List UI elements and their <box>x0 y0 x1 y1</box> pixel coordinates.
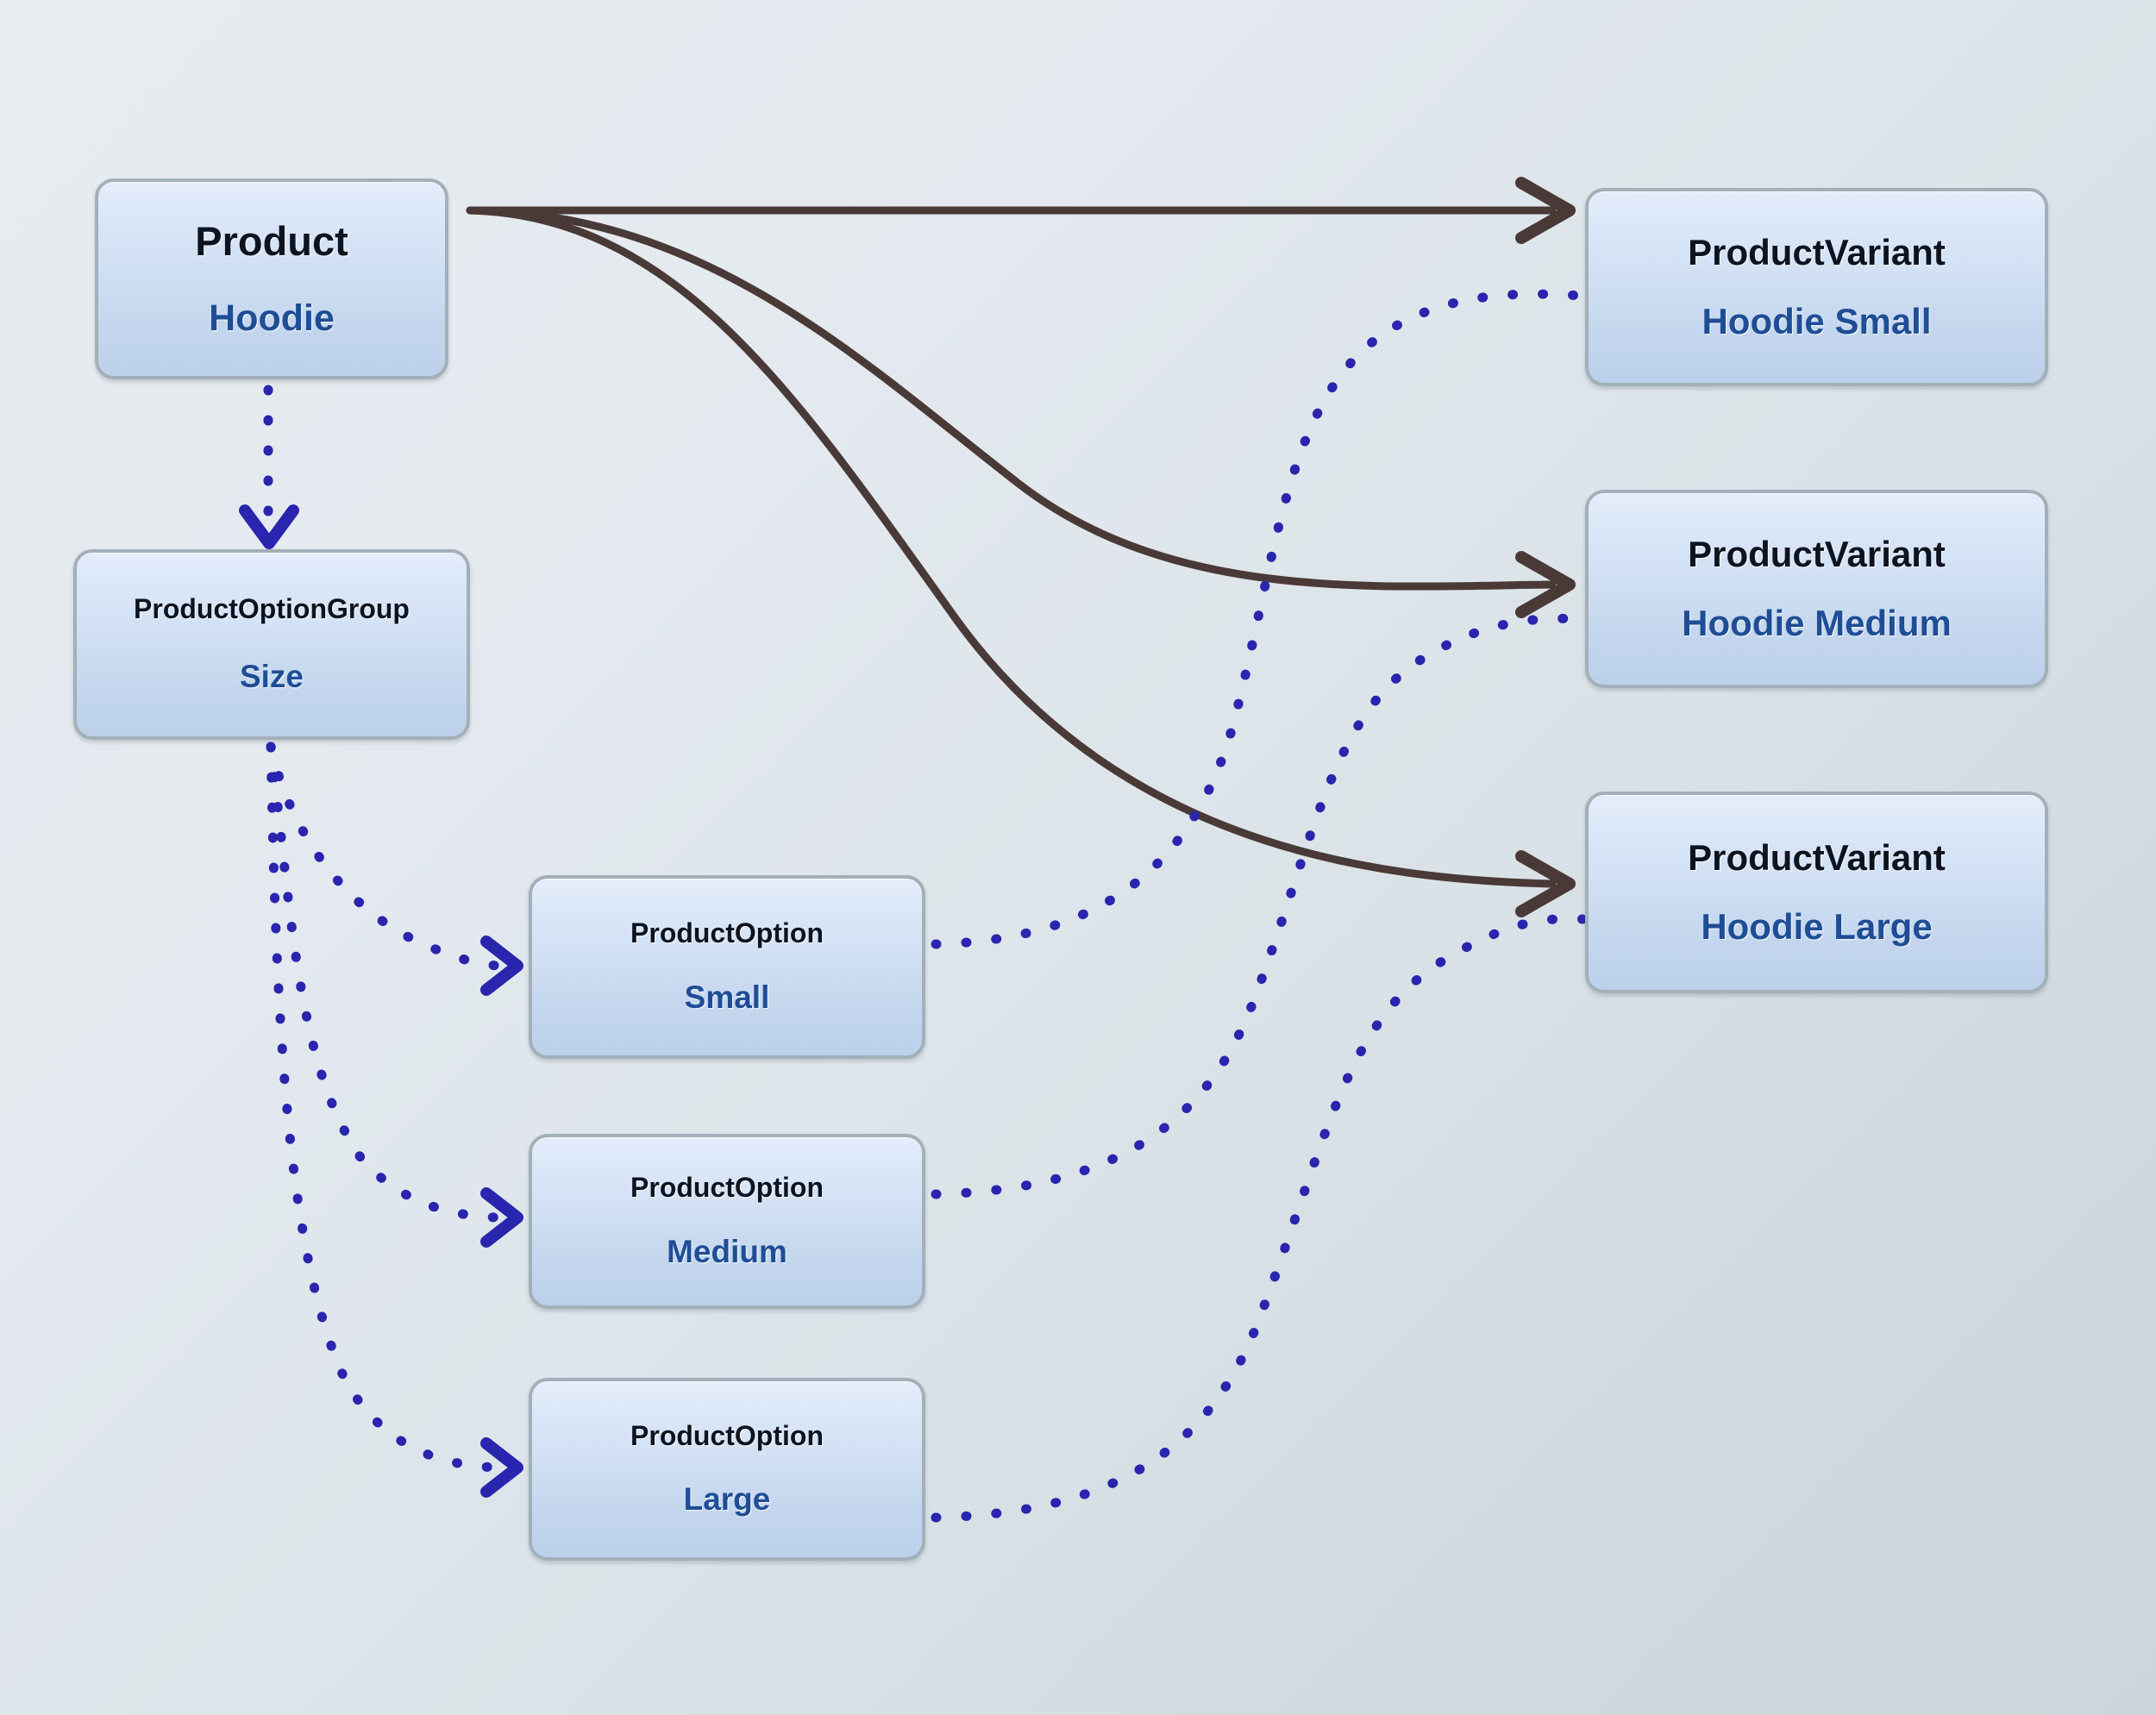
node-product-option-group[interactable]: ProductOptionGroup Size <box>73 549 470 740</box>
node-product-variant-medium[interactable]: ProductVariant Hoodie Medium <box>1585 490 2048 688</box>
edge-option-large-to-variant-large <box>931 914 1588 1523</box>
node-variant-large-type: ProductVariant <box>1688 836 1946 878</box>
edge-option-medium-to-variant-medium <box>931 613 1588 1199</box>
arrowhead-variant-medium <box>1515 551 1576 618</box>
node-product-option-medium[interactable]: ProductOption Medium <box>529 1134 925 1309</box>
arrowhead-variant-large <box>1515 850 1576 917</box>
solid-arrowheads <box>1515 177 1576 917</box>
node-option-group-value: Size <box>239 658 304 694</box>
arrowhead-option-medium <box>480 1187 523 1248</box>
node-option-small-value: Small <box>684 979 770 1015</box>
dotted-edges-variants <box>931 289 1588 1523</box>
edge-product-to-variant-medium <box>466 206 1557 591</box>
node-option-medium-value: Medium <box>667 1233 787 1269</box>
node-option-large-value: Large <box>683 1481 771 1518</box>
arrowhead-option-small <box>480 936 523 996</box>
arrowhead-option-group <box>239 504 299 549</box>
node-product-variant-large[interactable]: ProductVariant Hoodie Large <box>1585 792 2048 993</box>
edge-group-to-option-small <box>266 742 502 971</box>
edge-group-to-option-medium <box>266 742 502 1223</box>
arrowheads-options <box>480 936 523 1498</box>
node-product-option-large[interactable]: ProductOption Large <box>529 1378 925 1561</box>
node-option-small-type: ProductOption <box>630 917 824 949</box>
node-variant-medium-type: ProductVariant <box>1688 533 1946 574</box>
node-variant-small-value: Hoodie Small <box>1702 301 1932 341</box>
node-option-large-type: ProductOption <box>630 1419 824 1451</box>
node-variant-large-value: Hoodie Large <box>1701 906 1933 947</box>
edge-option-small-to-variant-small <box>931 289 1588 949</box>
edge-group-to-option-large <box>266 742 502 1473</box>
node-option-group-type: ProductOptionGroup <box>134 593 410 625</box>
node-product[interactable]: Product Hoodie <box>95 178 448 379</box>
node-product-variant-small[interactable]: ProductVariant Hoodie Small <box>1585 188 2048 386</box>
node-variant-medium-value: Hoodie Medium <box>1682 603 1952 643</box>
node-option-medium-type: ProductOption <box>630 1172 824 1204</box>
edge-product-to-variant-large <box>466 206 1557 888</box>
solid-edges <box>466 206 1557 888</box>
node-variant-small-type: ProductVariant <box>1688 231 1946 272</box>
node-product-value: Hoodie <box>209 297 335 339</box>
arrowhead-option-large <box>480 1437 523 1498</box>
arrowhead-variant-small <box>1515 177 1576 244</box>
node-product-type: Product <box>195 218 348 265</box>
dotted-edges-options <box>266 742 502 1473</box>
node-product-option-small[interactable]: ProductOption Small <box>529 875 925 1059</box>
arrowhead-option-group-wrap <box>239 504 299 549</box>
